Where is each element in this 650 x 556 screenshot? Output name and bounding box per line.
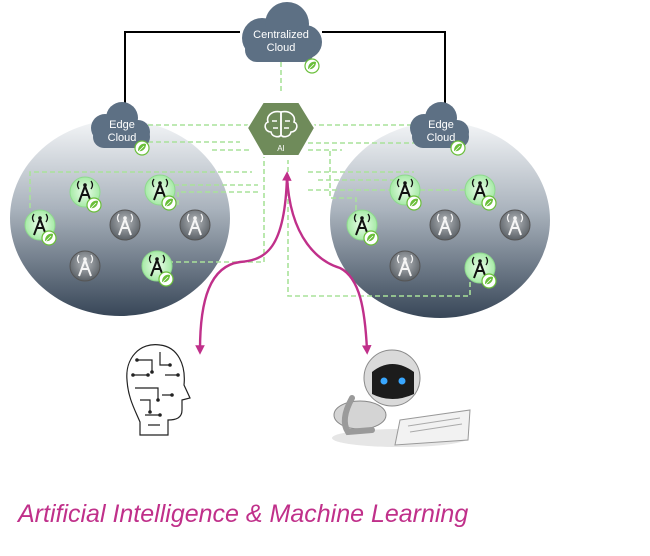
arrow-to-human-brain xyxy=(195,171,292,355)
ai-hub: AI xyxy=(245,101,317,157)
leaf-icon xyxy=(481,195,497,211)
centralized-cloud: Centralized Cloud xyxy=(242,2,322,62)
leaf-icon xyxy=(41,230,57,246)
gray-tower-icon xyxy=(109,209,141,241)
robot-reading-icon xyxy=(332,349,471,447)
leaf-icon xyxy=(406,195,422,211)
central-cloud-line2: Cloud xyxy=(267,42,296,54)
central-cloud-line1: Centralized xyxy=(253,29,309,41)
gray-tower-icon xyxy=(69,250,101,282)
backhaul-links xyxy=(124,31,446,108)
learning-arrows xyxy=(195,171,372,355)
gray-tower-icon xyxy=(179,209,211,241)
left-edge-cloud: Edge Cloud xyxy=(91,102,150,148)
leaf-icon xyxy=(304,58,320,74)
gray-tower-icon xyxy=(389,250,421,282)
arrow-to-robot xyxy=(285,175,372,355)
leaf-icon xyxy=(134,140,150,156)
leaf-icon xyxy=(450,140,466,156)
leaf-icon xyxy=(363,230,379,246)
leaf-icon xyxy=(481,273,497,289)
brain-chip-icon xyxy=(264,110,298,138)
gray-tower-icon xyxy=(499,209,531,241)
right-cloud-line1: Edge xyxy=(428,119,454,131)
leaf-icon xyxy=(161,195,177,211)
leaf-icon xyxy=(158,271,174,287)
tower-layer xyxy=(24,58,531,289)
circuit-head-icon xyxy=(126,344,191,436)
right-cloud-line2: Cloud xyxy=(427,132,456,144)
gray-tower-icon xyxy=(429,209,461,241)
leaf-icon xyxy=(86,197,102,213)
left-cloud-line2: Cloud xyxy=(108,132,137,144)
left-cloud-line1: Edge xyxy=(109,119,135,131)
ai-label: AI xyxy=(277,144,285,153)
caption: Artificial Intelligence & Machine Learni… xyxy=(18,500,469,528)
